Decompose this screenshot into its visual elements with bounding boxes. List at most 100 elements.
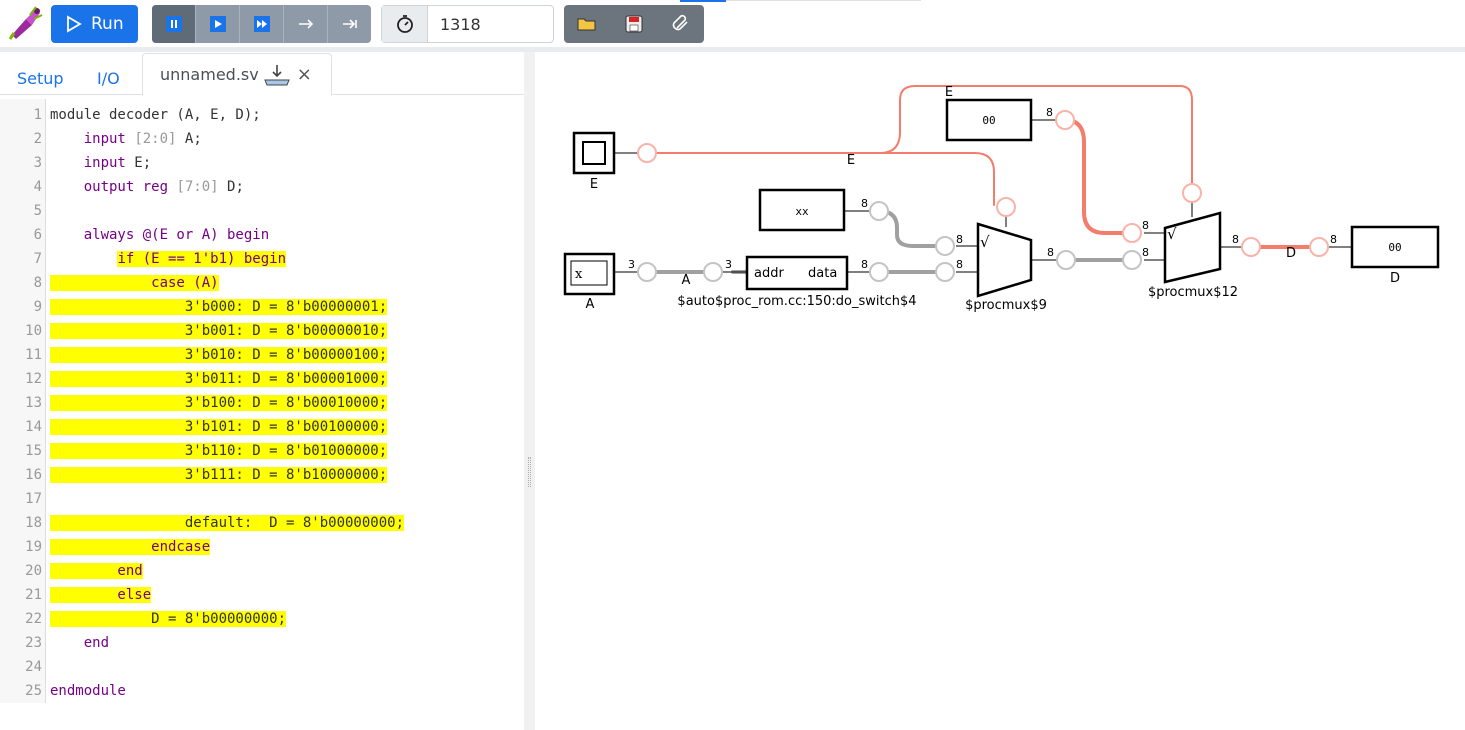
mux12-check: √ (1167, 225, 1177, 243)
line-number: 23 (25, 635, 42, 651)
wire-xx-mux9 (877, 209, 946, 248)
tab-io[interactable]: I/O (97, 68, 120, 88)
width-mux12-in0: 8 (1142, 219, 1149, 232)
input-E-button[interactable] (572, 131, 616, 175)
port-mux12-in1 (1122, 250, 1142, 270)
splitter-grip-icon (528, 457, 531, 487)
paperclip-icon (672, 14, 688, 31)
code-line: 17 (0, 487, 524, 511)
code-line: 22 D = 8'b00000000; (0, 607, 524, 631)
const-xx-value: xx (795, 205, 809, 218)
width-mux9-in0: 8 (956, 233, 963, 246)
net-D-label: D (1286, 246, 1296, 261)
line-number: 1 (33, 107, 42, 123)
code-line: 6 always @(E or A) begin (0, 223, 524, 247)
input-E-label: E (590, 177, 598, 192)
line-number: 2 (33, 131, 42, 147)
rom-block (745, 255, 849, 291)
download-icon[interactable] (263, 64, 291, 86)
line-number: 19 (25, 539, 42, 555)
line-number: 18 (25, 515, 42, 531)
width-mux12-out: 8 (1232, 233, 1239, 246)
port-rom-addr-in (703, 262, 723, 282)
line-number: 5 (33, 203, 42, 219)
pause-icon (165, 16, 182, 32)
port-mux12-out (1241, 237, 1261, 257)
code-line: 23 end (0, 631, 524, 655)
code-text: 3'b111: D = 8'b10000000; (50, 467, 388, 483)
code-line: 5 (0, 199, 524, 223)
code-line: 21 else (0, 583, 524, 607)
code-text: module decoder (A, E, D); (50, 107, 261, 123)
mux9-shape (976, 222, 1033, 298)
port-xx-out (869, 201, 889, 221)
width-rom-data: 8 (861, 258, 868, 271)
code-text: end (83, 635, 110, 651)
tick-count-value[interactable]: 1318 (440, 14, 481, 34)
net-E-label-top: E (945, 85, 953, 100)
line-number: 8 (33, 275, 42, 291)
line-number: 10 (25, 323, 42, 339)
width-mux9-out: 8 (1047, 246, 1054, 259)
port-const00-out (1055, 110, 1075, 130)
port-D-in (1309, 237, 1329, 257)
code-text: 3'b001: D = 8'b00000010; (50, 323, 388, 339)
save-button[interactable] (611, 5, 658, 43)
code-text: end (50, 563, 143, 579)
code-line: 7 if (E == 1'b1) begin (0, 247, 524, 271)
width-D-in: 8 (1330, 233, 1337, 246)
line-number-gutter (0, 99, 46, 703)
output-D-box (1350, 225, 1440, 269)
line-number: 13 (25, 395, 42, 411)
step-to-end-button[interactable] (328, 5, 371, 43)
run-button[interactable]: Run (51, 5, 138, 43)
fast-forward-button[interactable] (240, 5, 284, 43)
line-number: 20 (25, 563, 42, 579)
file-controls (564, 5, 704, 43)
mux9-check: √ (980, 233, 990, 251)
input-A-label: A (586, 297, 595, 312)
line-number: 3 (33, 155, 42, 171)
tick-counter: 1318 (381, 5, 554, 43)
wire-const00-mux12 (1063, 118, 1134, 235)
code-line: 18 default: D = 8'b00000000; (0, 511, 524, 535)
code-line: 24 (0, 655, 524, 679)
open-folder-button[interactable] (564, 5, 611, 43)
line-number: 25 (25, 683, 42, 699)
toolbar: Run 1318 (0, 0, 1465, 50)
code-text: 3'b100: D = 8'b00010000; (50, 395, 388, 411)
run-button-label: Run (91, 14, 124, 34)
code-line: 11 3'b010: D = 8'b00000100; (0, 343, 524, 367)
step-button[interactable] (284, 5, 328, 43)
code-line: 13 3'b100: D = 8'b00010000; (0, 391, 524, 415)
wire-E-mux9-sel (879, 152, 995, 206)
code-line: 14 3'b101: D = 8'b00100000; (0, 415, 524, 439)
const-xx-box (758, 188, 846, 232)
close-tab-icon[interactable]: × (296, 64, 312, 85)
folder-icon (577, 18, 596, 31)
link-button[interactable] (657, 5, 704, 43)
pane-splitter[interactable] (524, 52, 535, 730)
code-line: 19 endcase (0, 535, 524, 559)
tab-setup[interactable]: Setup (17, 68, 64, 88)
mux9-name: $procmux$9 (965, 298, 1047, 313)
code-text: 3'b010: D = 8'b00000100; (50, 347, 388, 363)
width-rom-addr: 3 (725, 258, 732, 271)
line-number: 6 (33, 227, 42, 243)
play-icon (67, 15, 82, 33)
const-00-value: 00 (982, 114, 995, 127)
mux12-shape (1163, 211, 1222, 284)
pause-button[interactable] (152, 5, 196, 43)
const-00-box (945, 98, 1033, 142)
line-number: 12 (25, 371, 42, 387)
code-line: 9 3'b000: D = 8'b00000001; (0, 295, 524, 319)
width-const00: 8 (1046, 106, 1053, 119)
play-step-button[interactable] (196, 5, 240, 43)
port-mux12-sel (1182, 183, 1202, 203)
input-A-field[interactable] (563, 252, 616, 296)
arrow-right-icon (298, 19, 313, 29)
code-text: endcase (50, 539, 211, 555)
tab-unnamed-sv[interactable]: unnamed.sv × (142, 53, 332, 96)
